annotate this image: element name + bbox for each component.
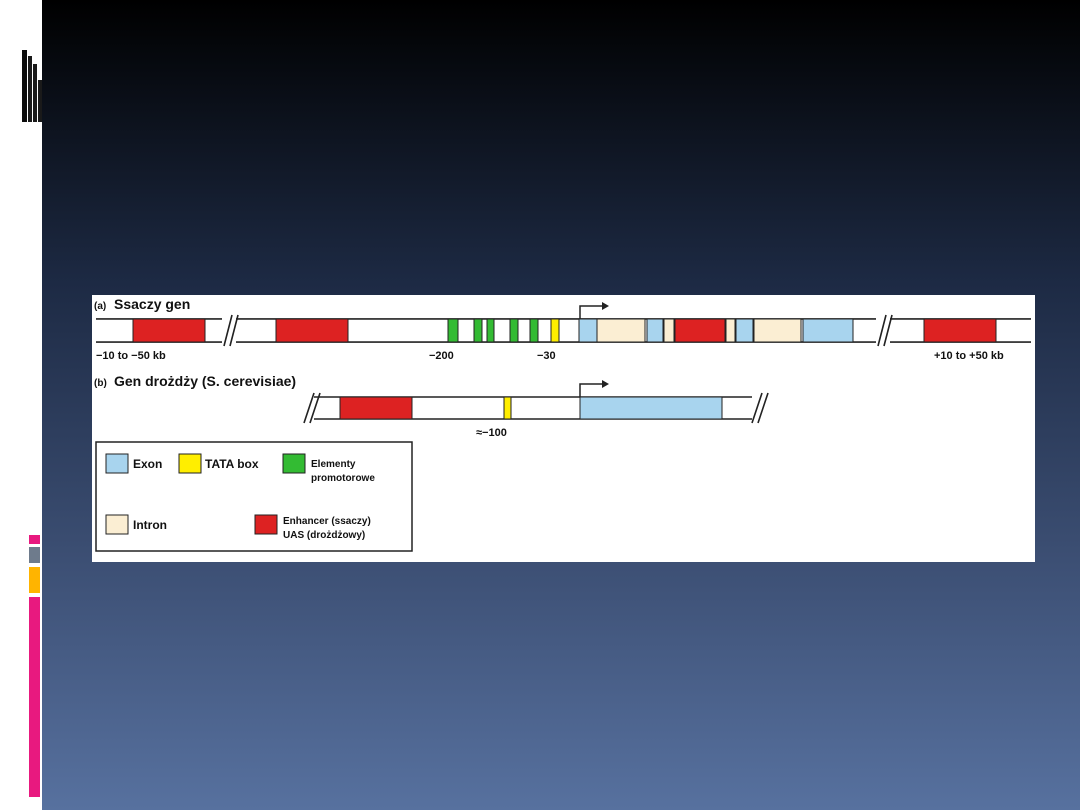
- transcription-start-arrow: [579, 380, 609, 397]
- promoter-element: [486, 318, 495, 343]
- enhancer-box: [674, 318, 726, 343]
- legend: Exon TATA box Elementy promotorowe Intro…: [95, 441, 413, 552]
- gene-structure-figure: (a) Ssaczy gen: [92, 295, 1035, 562]
- yeast-gene-track: [303, 380, 769, 424]
- legend-exon-swatch: [105, 453, 129, 474]
- legend-enhancer-label-2: UAS (drożdżowy): [283, 530, 365, 541]
- decorative-bars-bottom: [29, 535, 40, 797]
- promoter-element: [509, 318, 519, 343]
- panel-a-title: Ssaczy gen: [114, 296, 190, 312]
- promoter-element: [447, 318, 459, 343]
- intron-box: [596, 318, 646, 343]
- panel-b-tag: (b): [94, 378, 107, 389]
- enhancer-box: [923, 318, 997, 343]
- promoter-element: [529, 318, 539, 343]
- legend-enhancer-label-1: Enhancer (ssaczy): [283, 516, 371, 527]
- enhancer-box: [275, 318, 349, 343]
- legend-tata-swatch: [178, 453, 202, 474]
- exon-box: [579, 396, 723, 420]
- enhancer-box: [339, 396, 413, 420]
- enhancer-box: [132, 318, 206, 343]
- intron-box: [663, 318, 675, 343]
- legend-intron-swatch: [105, 514, 129, 535]
- panel-a-tag: (a): [94, 301, 106, 312]
- legend-enhancer-swatch: [254, 514, 278, 535]
- break-mark: [876, 314, 893, 347]
- intron-box: [753, 318, 802, 343]
- label-minus-30: −30: [537, 350, 556, 362]
- label-right-distance: +10 to +50 kb: [934, 350, 1004, 362]
- exon-box: [735, 318, 754, 343]
- label-left-distance: −10 to −50 kb: [96, 350, 166, 362]
- mammalian-gene-track: [96, 302, 1031, 347]
- label-minus-100: ≈−100: [476, 427, 507, 439]
- tata-box: [550, 318, 560, 343]
- legend-tata-label: TATA box: [205, 457, 259, 471]
- legend-promoter-label-1: Elementy: [311, 459, 356, 470]
- legend-intron-label: Intron: [133, 518, 167, 532]
- label-minus-200: −200: [429, 350, 454, 362]
- intron-box: [725, 318, 736, 343]
- legend-promoter-swatch: [282, 453, 306, 474]
- decorative-bars-top: [22, 50, 44, 122]
- break-mark: [751, 392, 769, 424]
- exon-box: [802, 318, 854, 343]
- promoter-element: [473, 318, 483, 343]
- panel-b-title: Gen drożdży (S. cerevisiae): [114, 373, 296, 389]
- legend-exon-label: Exon: [133, 457, 162, 471]
- break-mark: [222, 314, 239, 347]
- break-mark: [303, 392, 321, 424]
- tata-box: [503, 396, 512, 420]
- exon-box: [578, 318, 598, 343]
- legend-promoter-label-2: promotorowe: [311, 473, 375, 484]
- transcription-start-arrow: [579, 302, 609, 319]
- exon-box: [646, 318, 664, 343]
